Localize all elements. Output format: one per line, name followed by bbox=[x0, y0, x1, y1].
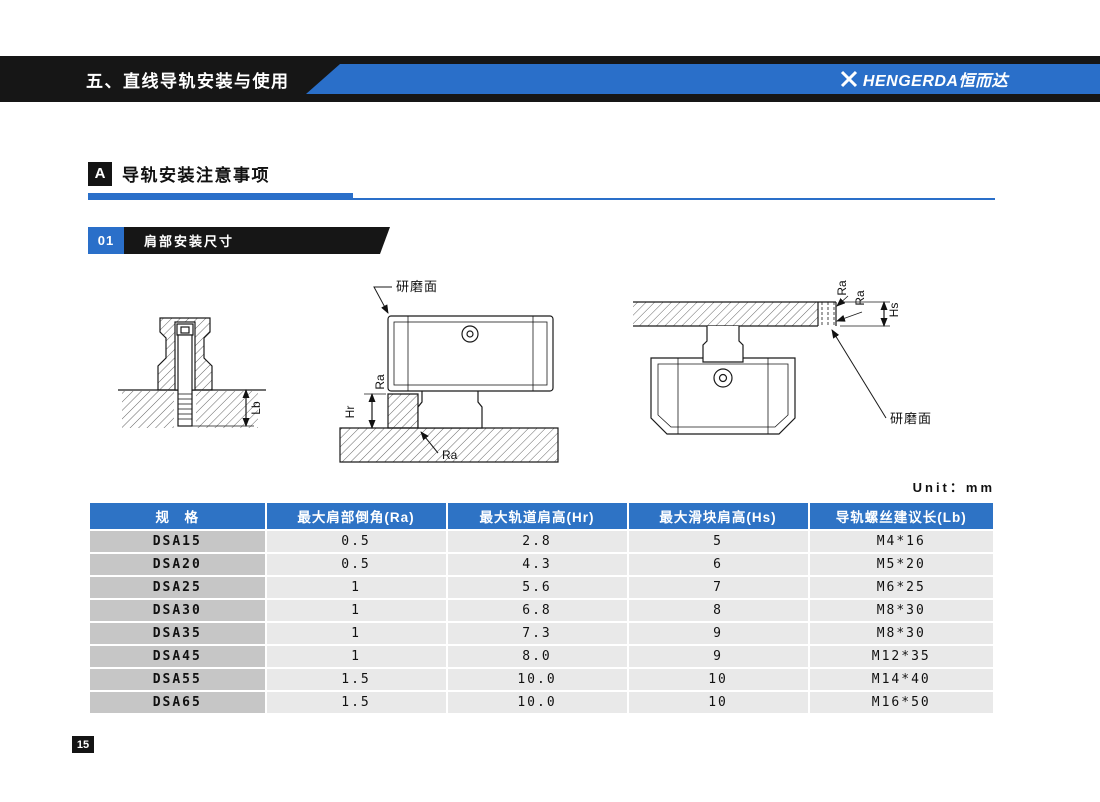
section-01-number: 01 bbox=[88, 227, 124, 254]
ground-surface-label: 研磨面 bbox=[396, 279, 438, 294]
table-row: DSA45 1 8.0 9 M12*35 bbox=[90, 646, 993, 667]
dim-ra-label-bottom: Ra bbox=[442, 448, 458, 462]
value-cell: 0.5 bbox=[266, 531, 446, 552]
spec-cell: DSA15 bbox=[90, 531, 265, 552]
value-cell: M12*35 bbox=[809, 646, 993, 667]
value-cell: 2.8 bbox=[447, 531, 627, 552]
value-cell: 10 bbox=[628, 692, 808, 713]
section-01-title: 肩部安装尺寸 bbox=[124, 227, 390, 254]
value-cell: M8*30 bbox=[809, 623, 993, 644]
brand-logo: HENGERDA恒而达 bbox=[840, 56, 1008, 102]
section-a-underline bbox=[88, 193, 995, 200]
table-row: DSA30 1 6.8 8 M8*30 bbox=[90, 600, 993, 621]
value-cell: 1 bbox=[266, 577, 446, 598]
value-cell: 7 bbox=[628, 577, 808, 598]
value-cell: 5.6 bbox=[447, 577, 627, 598]
brand-icon bbox=[840, 70, 857, 88]
spec-cell: DSA25 bbox=[90, 577, 265, 598]
header-blue-stripe bbox=[306, 64, 1100, 94]
value-cell: 4.3 bbox=[447, 554, 627, 575]
section-a-heading: A 导轨安装注意事项 bbox=[88, 161, 995, 186]
value-cell: 6 bbox=[628, 554, 808, 575]
section-a: A 导轨安装注意事项 bbox=[88, 161, 995, 200]
value-cell: 7.3 bbox=[447, 623, 627, 644]
spec-cell: DSA55 bbox=[90, 669, 265, 690]
bolt-section-diagram: Lb bbox=[118, 317, 266, 428]
value-cell: 1 bbox=[266, 623, 446, 644]
technical-diagrams: Lb 研磨面 Hr Ra bbox=[118, 279, 932, 463]
value-cell: M14*40 bbox=[809, 669, 993, 690]
page-number: 15 bbox=[72, 736, 94, 753]
value-cell: 9 bbox=[628, 646, 808, 667]
header-hs: 最大滑块肩高(Hs) bbox=[628, 503, 808, 529]
value-cell: M5*20 bbox=[809, 554, 993, 575]
dim-ra-label-top1: Ra bbox=[835, 280, 849, 296]
table-row: DSA20 0.5 4.3 6 M5*20 bbox=[90, 554, 993, 575]
header-ra: 最大肩部倒角(Ra) bbox=[266, 503, 446, 529]
dim-lb-label: Lb bbox=[249, 401, 263, 415]
value-cell: 10 bbox=[628, 669, 808, 690]
value-cell: 8.0 bbox=[447, 646, 627, 667]
dimension-table: 规 格 最大肩部倒角(Ra) 最大轨道肩高(Hr) 最大滑块肩高(Hs) 导轨螺… bbox=[88, 501, 995, 715]
spec-cell: DSA35 bbox=[90, 623, 265, 644]
dim-hs-label: Hs bbox=[887, 303, 901, 318]
side-mount-diagram: 研磨面 Hr Ra Ra bbox=[339, 279, 559, 463]
section-01-banner: 01 肩部安装尺寸 bbox=[88, 227, 390, 254]
table-header-row: 规 格 最大肩部倒角(Ra) 最大轨道肩高(Hr) 最大滑块肩高(Hs) 导轨螺… bbox=[90, 503, 993, 529]
dim-ra-label-shoulder: Ra bbox=[373, 374, 387, 390]
table-row: DSA15 0.5 2.8 5 M4*16 bbox=[90, 531, 993, 552]
value-cell: 6.8 bbox=[447, 600, 627, 621]
section-a-badge: A bbox=[88, 161, 112, 186]
header-spec: 规 格 bbox=[90, 503, 265, 529]
top-header-bar: 五、直线导轨安装与使用 HENGERDA恒而达 bbox=[0, 56, 1100, 102]
spec-cell: DSA30 bbox=[90, 600, 265, 621]
dim-ra-label-top2: Ra bbox=[853, 290, 867, 306]
spec-cell: DSA45 bbox=[90, 646, 265, 667]
value-cell: 9 bbox=[628, 623, 808, 644]
value-cell: 1.5 bbox=[266, 692, 446, 713]
header-hr: 最大轨道肩高(Hr) bbox=[447, 503, 627, 529]
value-cell: 1 bbox=[266, 600, 446, 621]
header-lb: 导轨螺丝建议长(Lb) bbox=[809, 503, 993, 529]
value-cell: 0.5 bbox=[266, 554, 446, 575]
value-cell: M4*16 bbox=[809, 531, 993, 552]
table-row: DSA65 1.5 10.0 10 M16*50 bbox=[90, 692, 993, 713]
spec-cell: DSA20 bbox=[90, 554, 265, 575]
value-cell: M8*30 bbox=[809, 600, 993, 621]
value-cell: 1 bbox=[266, 646, 446, 667]
value-cell: 8 bbox=[628, 600, 808, 621]
value-cell: 1.5 bbox=[266, 669, 446, 690]
page-section-title: 五、直线导轨安装与使用 bbox=[86, 71, 290, 91]
value-cell: 10.0 bbox=[447, 669, 627, 690]
unit-label: Unit：mm bbox=[912, 480, 995, 495]
table-row: DSA55 1.5 10.0 10 M14*40 bbox=[90, 669, 993, 690]
section-a-title: 导轨安装注意事项 bbox=[122, 166, 270, 185]
table-row: DSA25 1 5.6 7 M6*25 bbox=[90, 577, 993, 598]
brand-name: HENGERDA恒而达 bbox=[862, 73, 1008, 90]
spec-cell: DSA65 bbox=[90, 692, 265, 713]
value-cell: M16*50 bbox=[809, 692, 993, 713]
top-mount-diagram: Ra Ra Hs 研磨面 bbox=[633, 280, 932, 435]
value-cell: 5 bbox=[628, 531, 808, 552]
table-row: DSA35 1 7.3 9 M8*30 bbox=[90, 623, 993, 644]
dim-hr-label: Hr bbox=[343, 406, 357, 419]
value-cell: 10.0 bbox=[447, 692, 627, 713]
value-cell: M6*25 bbox=[809, 577, 993, 598]
ground-surface-label-right: 研磨面 bbox=[890, 411, 932, 426]
